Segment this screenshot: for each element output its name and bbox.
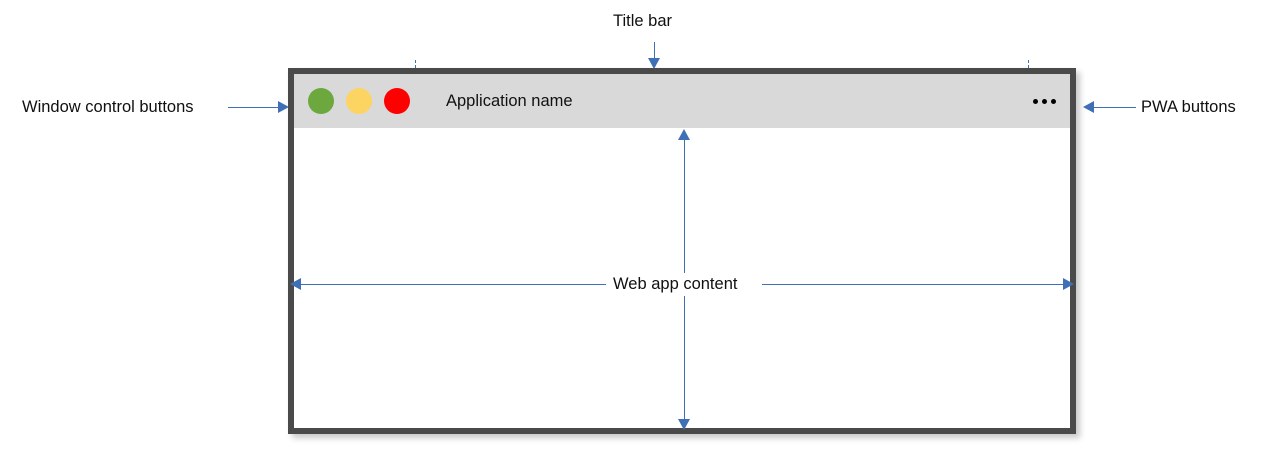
minimize-button[interactable] [308,88,334,114]
maximize-button[interactable] [346,88,372,114]
application-window: Application name [288,68,1076,434]
annotation-window-controls-arrowhead [278,101,289,113]
window-control-buttons [308,88,410,114]
annotation-title-bar-label: Title bar [613,12,672,30]
annotation-pwa-buttons-arrowhead [1083,101,1094,113]
annotation-pwa-buttons-label: PWA buttons [1141,98,1236,116]
overflow-dot-1 [1033,98,1038,104]
overflow-dot-2 [1042,98,1047,104]
content-height-arrowhead-top [678,129,690,140]
content-width-line-right [762,284,1064,285]
annotation-title-bar-leader-line [654,42,655,62]
web-app-content-area [294,128,1070,428]
annotation-window-controls-label: Window control buttons [22,98,194,116]
annotation-pwa-buttons-leader-line [1094,107,1136,108]
application-name-label: Application name [446,91,573,110]
title-bar: Application name [294,74,1070,128]
annotation-window-controls-leader-line [228,107,280,108]
close-button[interactable] [384,88,410,114]
content-width-arrowhead-left [290,278,301,290]
content-width-arrowhead-right [1063,278,1074,290]
content-height-line-top [684,139,685,273]
annotation-title-bar-arrowhead [648,58,660,69]
overflow-menu-icon[interactable] [1033,98,1056,104]
content-width-line-left [301,284,606,285]
content-height-arrowhead-bottom [678,419,690,430]
annotation-web-app-content-label: Web app content [613,275,738,293]
content-height-line-bottom [684,296,685,420]
overflow-dot-3 [1051,98,1056,104]
